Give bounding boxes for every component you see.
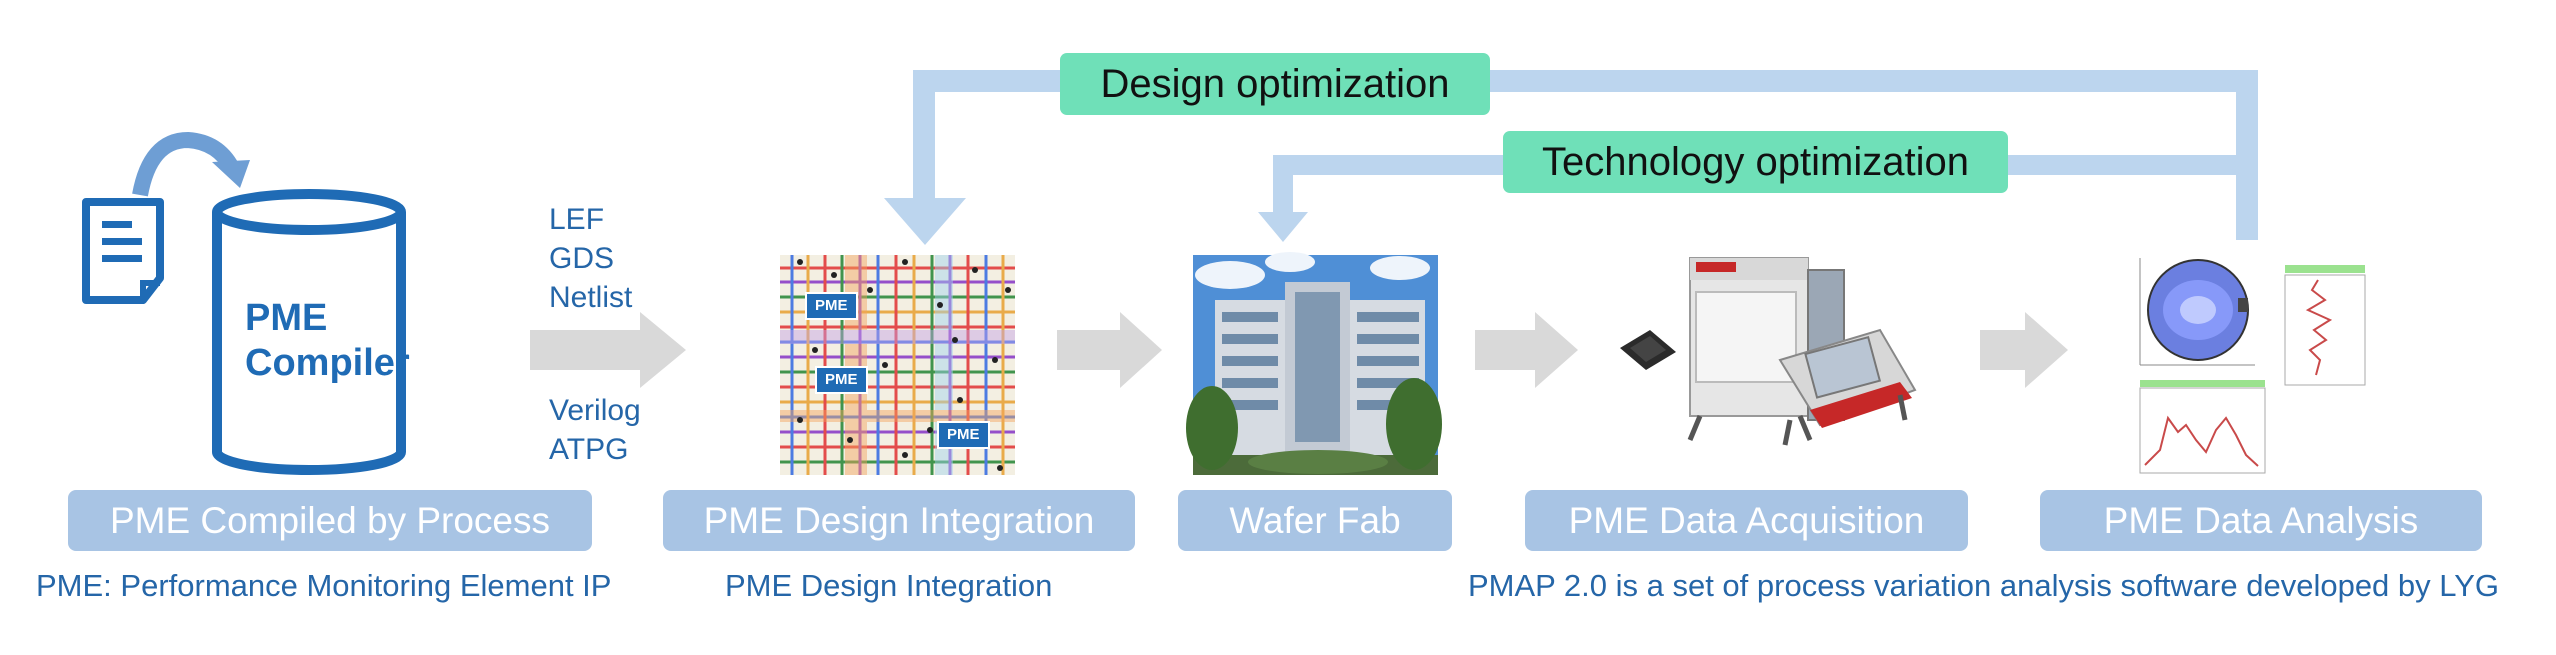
data-analysis-charts-image [2139, 258, 2366, 474]
pme-tag: PME [937, 421, 990, 449]
flow-arrow-1 [530, 312, 686, 388]
compiler-title-line-1: PME [245, 297, 328, 339]
database-icon [212, 189, 406, 475]
caption-pmap-description: PMAP 2.0 is a set of process variation a… [1468, 568, 2499, 603]
wafer-fab-photo [1186, 252, 1442, 475]
wafer-map-chart [2139, 258, 2255, 366]
vertical-profile-chart [2284, 265, 2366, 386]
output-file: LEF [549, 203, 605, 236]
stage-label-data-analysis: PME Data Analysis [2040, 490, 2482, 551]
pme-tag: PME [815, 366, 868, 394]
stage-label-wafer-fab: Wafer Fab [1178, 490, 1452, 551]
compiler-title-line-2: Compiler [245, 342, 410, 384]
caption-design-integration: PME Design Integration [725, 568, 1053, 603]
flow-arrows [530, 312, 2068, 388]
output-file: Netlist [549, 281, 633, 314]
output-files-top: LEF GDS Netlist [549, 200, 632, 317]
output-file: GDS [549, 242, 615, 275]
flow-arrow-2 [1057, 312, 1162, 388]
design-optimization-label: Design optimization [1060, 53, 1490, 115]
compiler-title: PME Compiler [245, 296, 410, 386]
flow-arrow-4 [1980, 312, 2068, 388]
caption-pme-definition: PME: Performance Monitoring Element IP [36, 568, 612, 603]
qfn-chip-icon [1620, 330, 1676, 370]
output-files-bottom: Verilog ATPG [549, 391, 641, 469]
stage-label-design-integration: PME Design Integration [663, 490, 1135, 551]
output-file: Verilog [549, 394, 641, 427]
stage-label-data-acquisition: PME Data Acquisition [1525, 490, 1968, 551]
data-acquisition-equipment-image [1620, 257, 1917, 446]
document-icon [82, 198, 164, 304]
curved-arrow-icon [132, 131, 250, 197]
horizontal-profile-chart [2139, 380, 2266, 474]
stage-label-compiled-by-process: PME Compiled by Process [68, 490, 592, 551]
flow-arrow-3 [1475, 312, 1578, 388]
technology-optimization-label: Technology optimization [1503, 131, 2008, 193]
pme-tag: PME [805, 292, 858, 320]
prober-unit [1778, 328, 1917, 446]
output-file: ATPG [549, 433, 629, 466]
